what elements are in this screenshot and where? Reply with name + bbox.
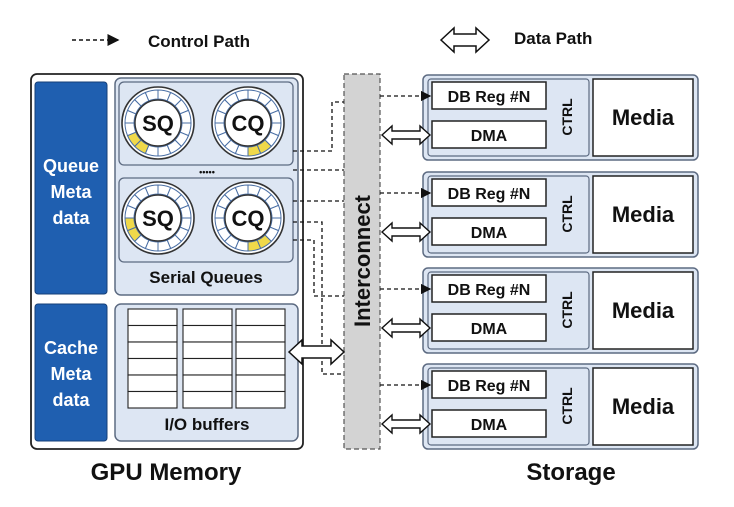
cq-ring-1: CQ bbox=[211, 86, 285, 160]
cq-ring-1-label: CQ bbox=[232, 111, 265, 136]
media-label: Media bbox=[612, 298, 675, 323]
data-path-to-dma bbox=[380, 317, 432, 339]
controller-label: CTRL bbox=[559, 195, 575, 233]
io-buffer-slot bbox=[127, 357, 178, 376]
doorbell-register bbox=[431, 274, 547, 303]
ring-queues: SQ CQ SQ CQ bbox=[121, 86, 285, 255]
media-block bbox=[592, 78, 694, 157]
control-path-lines bbox=[293, 101, 344, 375]
dma-label: DMA bbox=[471, 321, 508, 338]
doorbell-register bbox=[431, 178, 547, 207]
storage-title: Storage bbox=[526, 459, 615, 486]
gpu-memory-title: GPU Memory bbox=[91, 459, 242, 486]
queue-meta-line-2: Meta bbox=[50, 182, 92, 202]
io-buffer-slot bbox=[182, 357, 233, 376]
controller-label: CTRL bbox=[559, 98, 575, 136]
io-buffer-slot bbox=[127, 390, 178, 409]
data-path-legend-arrow bbox=[439, 26, 491, 54]
ring-segment bbox=[234, 89, 249, 102]
storage-devices: DB Reg #N DMA CTRL Media DB Reg #N DMA CTRL Med… bbox=[380, 74, 699, 450]
dma-label: DMA bbox=[471, 417, 508, 434]
serial-queues-label: Serial Queues bbox=[149, 268, 262, 287]
cache-meta-line-1: Cache bbox=[44, 338, 98, 358]
controller-label: CTRL bbox=[559, 291, 575, 329]
io-buffer-slot bbox=[182, 324, 233, 343]
doorbell-register bbox=[431, 81, 547, 110]
cq-ring-2: CQ bbox=[211, 181, 285, 255]
sq-ring-2: SQ bbox=[121, 181, 195, 255]
io-buffer-slot bbox=[235, 308, 286, 327]
doorbell-register-label: DB Reg #N bbox=[448, 282, 531, 299]
media-label: Media bbox=[612, 105, 675, 130]
ring-segment bbox=[144, 89, 159, 102]
interconnect-label: Interconnect bbox=[350, 194, 375, 327]
queue-meta-line-1: Queue bbox=[43, 156, 99, 176]
storage-device-2: DB Reg #N DMA CTRL Media bbox=[380, 171, 699, 258]
cq-ring-2-label: CQ bbox=[232, 206, 265, 231]
storage-device-4: DB Reg #N DMA CTRL Media bbox=[380, 363, 699, 450]
gpu-data-path-arrow bbox=[287, 338, 346, 366]
media-block bbox=[592, 271, 694, 350]
dma-engine bbox=[431, 120, 547, 149]
legend: Control Path Data Path bbox=[72, 26, 592, 54]
dma-engine bbox=[431, 409, 547, 438]
ring-segment bbox=[144, 184, 159, 197]
media-block bbox=[592, 175, 694, 254]
storage-device-3: DB Reg #N DMA CTRL Media bbox=[380, 267, 699, 354]
io-buffer-slot bbox=[235, 390, 286, 409]
io-buffer-slot bbox=[182, 374, 233, 393]
queue-meta-line-3: data bbox=[52, 208, 90, 228]
interconnect-bus: Interconnect bbox=[343, 73, 381, 450]
control-path-legend-label: Control Path bbox=[148, 32, 250, 51]
data-path-to-dma bbox=[380, 221, 432, 243]
sq-ring-2-label: SQ bbox=[142, 206, 174, 231]
cache-meta-line-2: Meta bbox=[50, 364, 92, 384]
data-path-legend-label: Data Path bbox=[514, 29, 592, 48]
io-buffer-slot bbox=[182, 341, 233, 360]
data-path-to-dma bbox=[380, 413, 432, 435]
queue-meta-data-block: Queue Meta data bbox=[34, 81, 108, 295]
io-buffer-slot bbox=[235, 324, 286, 343]
io-buffer-slot bbox=[127, 324, 178, 343]
dma-engine bbox=[431, 217, 547, 246]
doorbell-register bbox=[431, 370, 547, 399]
cache-meta-line-3: data bbox=[52, 390, 90, 410]
media-block bbox=[592, 367, 694, 446]
io-buffer-slot bbox=[182, 390, 233, 409]
media-label: Media bbox=[612, 394, 675, 419]
io-buffer-slot bbox=[235, 374, 286, 393]
dma-engine bbox=[431, 313, 547, 342]
cache-meta-data-block: Cache Meta data bbox=[34, 303, 108, 442]
doorbell-register-label: DB Reg #N bbox=[448, 378, 531, 395]
ring-segment bbox=[234, 184, 249, 197]
media-label: Media bbox=[612, 202, 675, 227]
sq-ring-1: SQ bbox=[121, 86, 195, 160]
storage-device-1: DB Reg #N DMA CTRL Media bbox=[380, 74, 699, 161]
io-buffer-slot bbox=[235, 357, 286, 376]
io-buffers-label: I/O buffers bbox=[164, 415, 249, 434]
io-buffer-slot bbox=[127, 374, 178, 393]
io-buffer-slot bbox=[182, 308, 233, 327]
io-buffer-slot bbox=[235, 341, 286, 360]
io-buffer-slot bbox=[127, 341, 178, 360]
doorbell-register-label: DB Reg #N bbox=[448, 186, 531, 203]
queue-ellipsis: ••••• bbox=[199, 167, 215, 177]
dma-label: DMA bbox=[471, 225, 508, 242]
io-buffer-slot bbox=[127, 308, 178, 327]
controller-label: CTRL bbox=[559, 387, 575, 425]
doorbell-register-label: DB Reg #N bbox=[448, 89, 531, 106]
dma-label: DMA bbox=[471, 128, 508, 145]
sq-ring-1-label: SQ bbox=[142, 111, 174, 136]
data-path-to-dma bbox=[380, 124, 432, 146]
io-buffer-grid bbox=[127, 308, 286, 409]
